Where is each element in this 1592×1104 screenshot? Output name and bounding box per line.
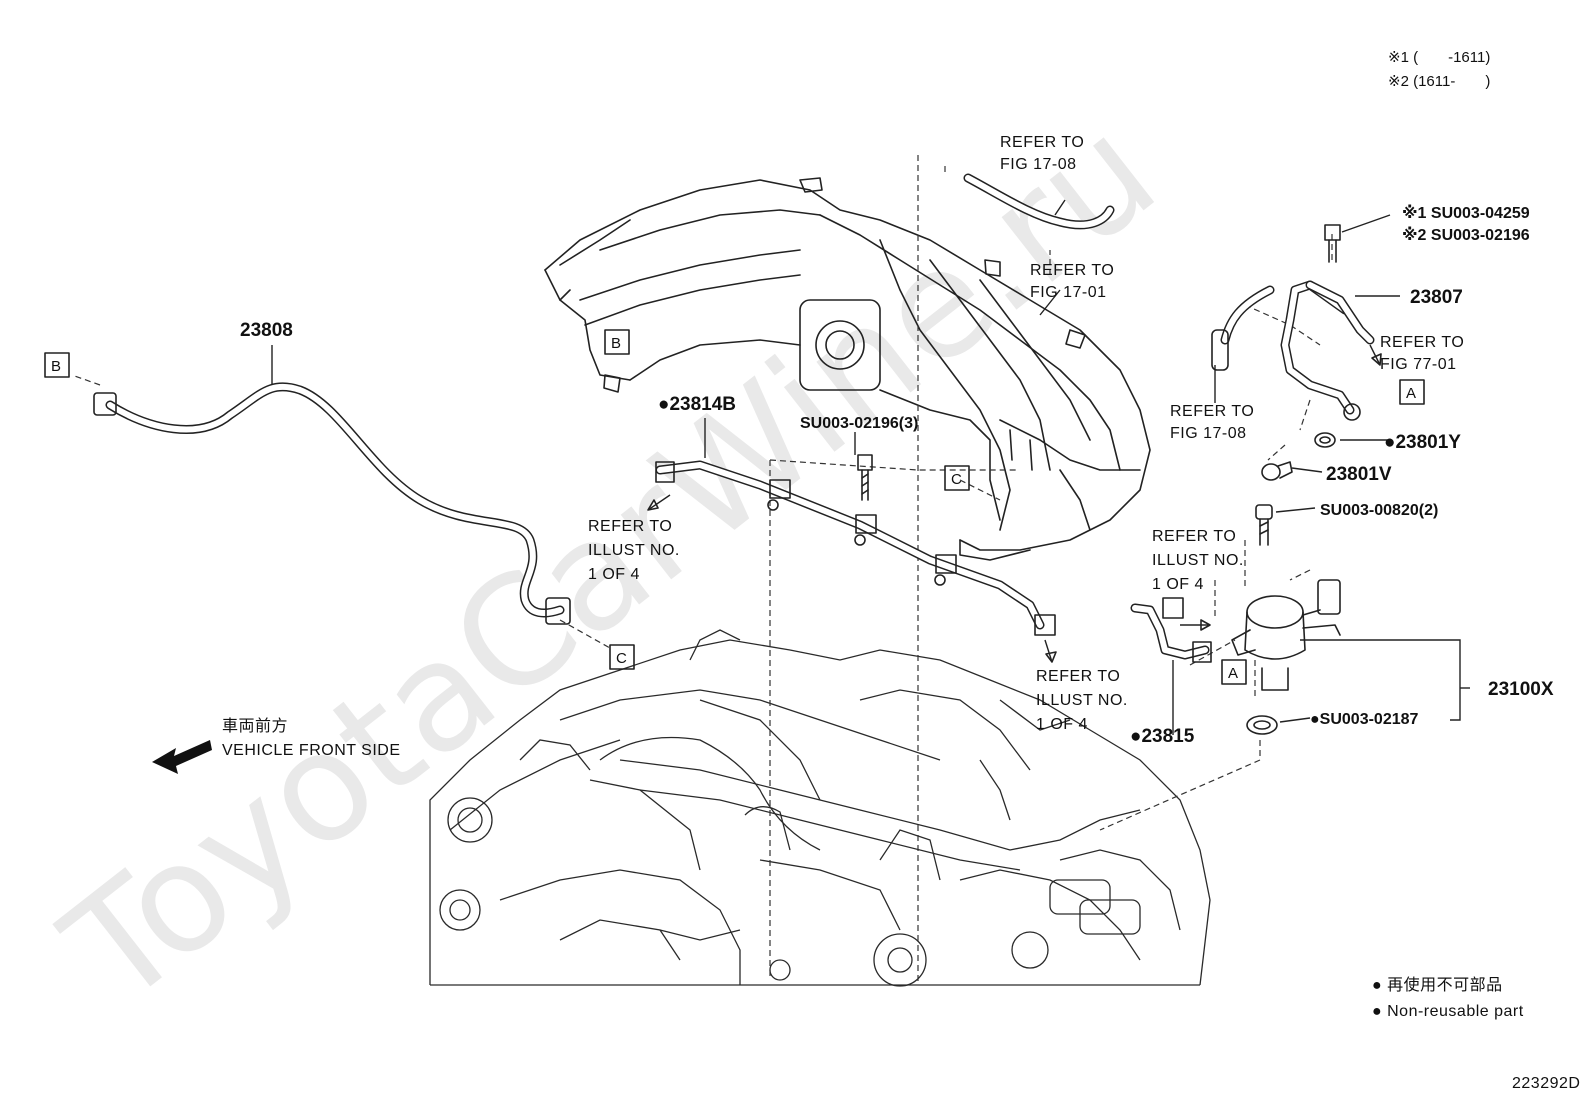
seal-23801Y — [1314, 432, 1336, 448]
ref-illust-right: REFER TO ILLUST NO. 1 OF 4 — [1152, 528, 1249, 593]
bolt-center — [857, 454, 873, 501]
bolt-right — [1255, 504, 1273, 546]
connector-a-pump: A — [1221, 659, 1247, 685]
gasket-label: ●SU003-02187 — [1310, 711, 1419, 728]
connector-b-manifold: B — [604, 329, 630, 355]
connector-b-left: B — [44, 352, 70, 378]
hose-23808 — [93, 382, 571, 625]
leader-lines — [271, 199, 1470, 735]
bolt-center-label: SU003-02196(3) — [800, 415, 918, 432]
legend-en: ● Non-reusable part — [1372, 1003, 1524, 1020]
ref-illust-left: REFER TO ILLUST NO. 1 OF 4 — [588, 518, 685, 583]
ref-illust-bottom: REFER TO ILLUST NO. 1 OF 4 — [1036, 668, 1133, 733]
connector-c-pipe: C — [609, 644, 635, 670]
svg-text:B: B — [51, 358, 61, 375]
fuel-pump-23100X — [1231, 579, 1341, 735]
ref-fig1708-mid: REFER TO FIG 17-08 — [1170, 403, 1259, 442]
note-1: ※1 ( -1611) — [1388, 49, 1490, 66]
hose-fig1708 — [963, 173, 1115, 230]
pipe-23807 — [1280, 224, 1375, 421]
svg-text:A: A — [1228, 665, 1238, 682]
part-23808: 23808 — [240, 320, 293, 341]
front-en: VEHICLE FRONT SIDE — [222, 742, 401, 759]
engine-block — [429, 629, 1211, 987]
svg-text:B: B — [611, 335, 621, 352]
connector-a-top: A — [1399, 379, 1425, 405]
hose-23815 — [1130, 597, 1212, 663]
part-23814B: ●23814B — [658, 394, 736, 415]
intake-manifold — [544, 177, 1151, 561]
part-23100X: 23100X — [1488, 679, 1554, 700]
hose-fig1708-mid — [1211, 285, 1275, 371]
ref-fig1708-top: REFER TO FIG 17-08 — [1000, 134, 1089, 173]
part-23815: ●23815 — [1130, 726, 1195, 747]
front-jp: 車両前方 — [222, 717, 288, 735]
diagram-id: 223292D — [1512, 1075, 1580, 1092]
legend-jp: ● 再使用不可部品 — [1372, 976, 1503, 994]
bolt-top1-label: ※1 SU003-04259 — [1402, 204, 1530, 222]
pipe-23814B — [655, 460, 1056, 636]
svg-text:A: A — [1406, 385, 1416, 402]
watermark: ToyotaCarWine.ru — [34, 85, 1187, 1039]
plug-23801V — [1261, 461, 1293, 481]
ref-fig1701: REFER TO FIG 17-01 — [1030, 262, 1119, 301]
svg-text:C: C — [616, 650, 627, 667]
part-23801V: 23801V — [1326, 464, 1392, 485]
note-2: ※2 (1611- ) — [1388, 73, 1490, 90]
bolt-right-label: SU003-00820(2) — [1320, 502, 1438, 519]
svg-text:C: C — [951, 471, 962, 488]
bolt-top2-label: ※2 SU003-02196 — [1402, 226, 1530, 244]
ref-fig7701: REFER TO FIG 77-01 — [1380, 334, 1469, 373]
front-arrow-icon — [152, 740, 212, 774]
part-23801Y: ●23801Y — [1384, 432, 1461, 453]
connector-c-manifold: C — [944, 465, 970, 491]
part-23807: 23807 — [1410, 287, 1463, 308]
assembly-lines — [71, 155, 1333, 985]
